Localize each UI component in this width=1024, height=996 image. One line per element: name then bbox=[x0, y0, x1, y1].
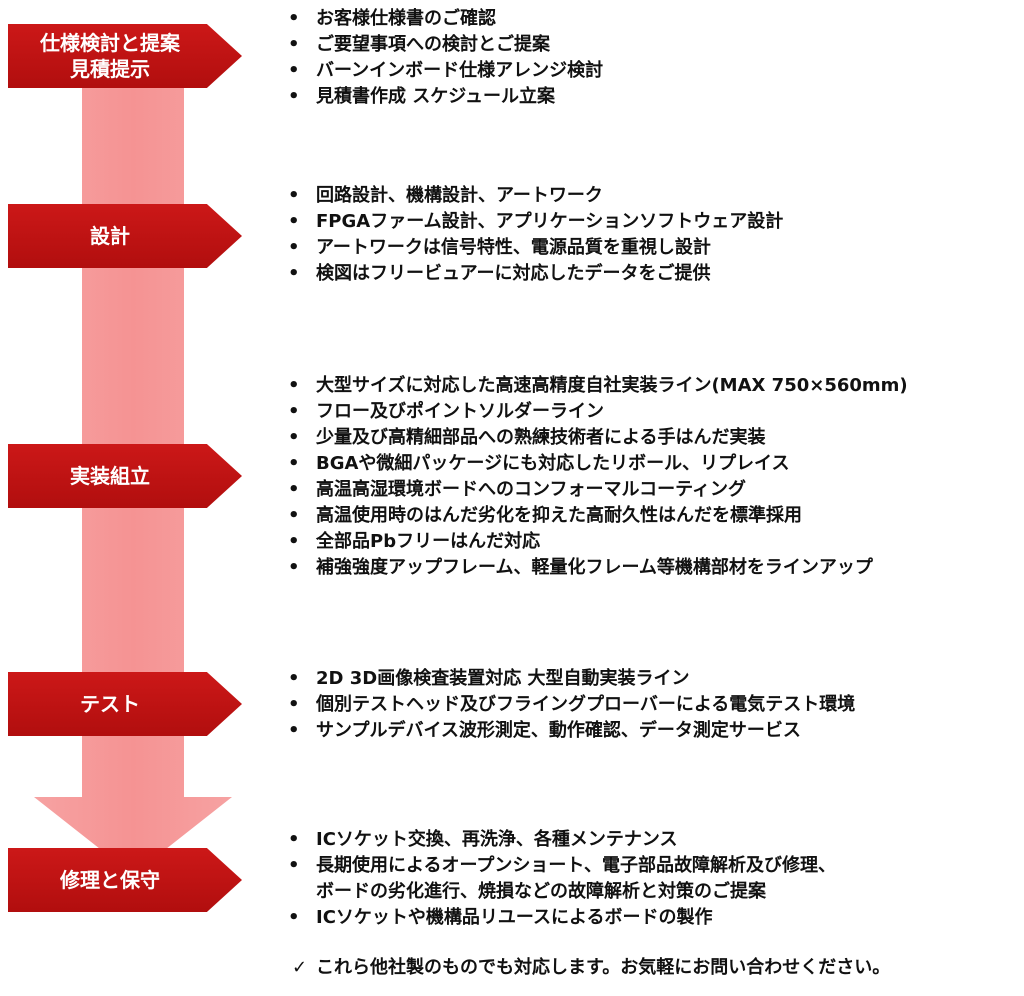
detail-text: フロー及びポイントソルダーライン bbox=[316, 401, 604, 422]
step-label: 仕様検討と提案 見積提示 bbox=[40, 31, 180, 81]
detail-item: • ICソケット交換、再洗浄、各種メンテナンス bbox=[286, 827, 836, 853]
detail-text: 全部品Pbフリーはんだ対応 bbox=[316, 531, 541, 552]
detail-item: • 2D 3D画像検査装置対応 大型自動実装ライン bbox=[286, 666, 855, 692]
step-repair-maintenance: 修理と保守 bbox=[8, 848, 242, 912]
detail-text: 大型サイズに対応した高速高精度自社実装ライン(MAX 750×560mm) bbox=[316, 375, 908, 396]
detail-item: • 高温使用時のはんだ劣化を抑えた高耐久性はんだを標準採用 bbox=[286, 503, 908, 529]
bullet-icon: • bbox=[288, 60, 300, 81]
bullet-icon: • bbox=[288, 829, 300, 850]
detail-text: お客様仕様書のご確認 bbox=[316, 8, 496, 29]
detail-item: • 見積書作成 スケジュール立案 bbox=[286, 84, 603, 110]
detail-item: • ICソケットや機構品リユースによるボードの製作 bbox=[286, 905, 836, 931]
detail-text: ICソケット交換、再洗浄、各種メンテナンス bbox=[316, 829, 678, 850]
step-label: 設計 bbox=[90, 224, 130, 248]
detail-text: ICソケットや機構品リユースによるボードの製作 bbox=[316, 907, 713, 928]
bullet-icon: • bbox=[288, 855, 300, 876]
detail-item: • アートワークは信号特性、電源品質を重視し設計 bbox=[286, 235, 783, 261]
step-details-list: • 回路設計、機構設計、アートワーク • FPGAファーム設計、アプリケーションソフ… bbox=[286, 183, 783, 287]
bullet-icon: • bbox=[288, 34, 300, 55]
checkmark-icon: ✓ bbox=[292, 957, 308, 978]
detail-item: • 長期使用によるオープンショート、電子部品故障解析及び修理、 ボードの劣化進行、… bbox=[286, 853, 836, 905]
step-test: テスト bbox=[8, 672, 242, 736]
detail-text: 少量及び高精細部品への熟練技術者による手はんだ実装 bbox=[316, 427, 766, 448]
step-assembly: 実装組立 bbox=[8, 444, 242, 508]
detail-text: BGAや微細パッケージにも対応したリボール、リプレイス bbox=[316, 453, 790, 474]
detail-item: • FPGAファーム設計、アプリケーションソフトウェア設計 bbox=[286, 209, 783, 235]
detail-item: • BGAや微細パッケージにも対応したリボール、リプレイス bbox=[286, 451, 908, 477]
detail-text: FPGAファーム設計、アプリケーションソフトウェア設計 bbox=[316, 211, 784, 232]
bullet-icon: • bbox=[288, 668, 300, 689]
detail-item: • ご要望事項への検討とご提案 bbox=[286, 32, 603, 58]
detail-text: 長期使用によるオープンショート、電子部品故障解析及び修理、 ボードの劣化進行、焼… bbox=[316, 855, 837, 902]
bullet-icon: • bbox=[288, 8, 300, 29]
detail-text: 2D 3D画像検査装置対応 大型自動実装ライン bbox=[316, 668, 690, 689]
detail-text: 補強強度アップフレーム、軽量化フレーム等機構部材をラインアップ bbox=[316, 557, 873, 578]
step-label: テスト bbox=[80, 692, 140, 716]
footer-note: ✓ これら他社製のものでも対応します。お気軽にお問い合わせください。 bbox=[292, 955, 890, 981]
bullet-icon: • bbox=[288, 86, 300, 107]
detail-item: • 少量及び高精細部品への熟練技術者による手はんだ実装 bbox=[286, 425, 908, 451]
bullet-icon: • bbox=[288, 453, 300, 474]
detail-item: • バーンインボード仕様アレンジ検討 bbox=[286, 58, 603, 84]
bullet-icon: • bbox=[288, 263, 300, 284]
bullet-icon: • bbox=[288, 694, 300, 715]
detail-text: 個別テストヘッド及びフライングプローバーによる電気テスト環境 bbox=[316, 694, 856, 715]
step-details-list: • ICソケット交換、再洗浄、各種メンテナンス • 長期使用によるオープンショート、… bbox=[286, 827, 836, 931]
detail-text: 回路設計、機構設計、アートワーク bbox=[316, 185, 603, 206]
bullet-icon: • bbox=[288, 720, 300, 741]
step-details-list: • お客様仕様書のご確認 • ご要望事項への検討とご提案 • バーンインボード仕様アレ… bbox=[286, 6, 603, 110]
footer-text: これら他社製のものでも対応します。お気軽にお問い合わせください。 bbox=[316, 957, 891, 978]
step-label: 実装組立 bbox=[70, 464, 150, 488]
detail-text: 高温高湿環境ボードへのコンフォーマルコーティング bbox=[316, 479, 747, 500]
detail-text: アートワークは信号特性、電源品質を重視し設計 bbox=[316, 237, 711, 258]
detail-text: サンプルデバイス波形測定、動作確認、データ測定サービス bbox=[316, 720, 801, 741]
bullet-icon: • bbox=[288, 185, 300, 206]
detail-item: • 個別テストヘッド及びフライングプローバーによる電気テスト環境 bbox=[286, 692, 855, 718]
detail-text: 検図はフリービュアーに対応したデータをご提供 bbox=[316, 263, 711, 284]
bullet-icon: • bbox=[288, 505, 300, 526]
detail-item: • 補強強度アップフレーム、軽量化フレーム等機構部材をラインアップ bbox=[286, 555, 908, 581]
bullet-icon: • bbox=[288, 907, 300, 928]
step-design: 設計 bbox=[8, 204, 242, 268]
step-details-list: • 大型サイズに対応した高速高精度自社実装ライン(MAX 750×560mm) •… bbox=[286, 373, 908, 581]
bullet-icon: • bbox=[288, 211, 300, 232]
detail-item: • 大型サイズに対応した高速高精度自社実装ライン(MAX 750×560mm) bbox=[286, 373, 908, 399]
bullet-icon: • bbox=[288, 531, 300, 552]
detail-text: 高温使用時のはんだ劣化を抑えた高耐久性はんだを標準採用 bbox=[316, 505, 802, 526]
detail-item: • 検図はフリービュアーに対応したデータをご提供 bbox=[286, 261, 783, 287]
bullet-icon: • bbox=[288, 401, 300, 422]
detail-text: バーンインボード仕様アレンジ検討 bbox=[316, 60, 604, 81]
bullet-icon: • bbox=[288, 237, 300, 258]
detail-text: ご要望事項への検討とご提案 bbox=[316, 34, 550, 55]
step-spec-review-quote: 仕様検討と提案 見積提示 bbox=[8, 24, 242, 88]
detail-item: • お客様仕様書のご確認 bbox=[286, 6, 603, 32]
detail-item: • フロー及びポイントソルダーライン bbox=[286, 399, 908, 425]
bullet-icon: • bbox=[288, 427, 300, 448]
bullet-icon: • bbox=[288, 557, 300, 578]
detail-item: • 回路設計、機構設計、アートワーク bbox=[286, 183, 783, 209]
detail-text: 見積書作成 スケジュール立案 bbox=[316, 86, 556, 107]
bullet-icon: • bbox=[288, 479, 300, 500]
detail-item: • 全部品Pbフリーはんだ対応 bbox=[286, 529, 908, 555]
bullet-icon: • bbox=[288, 375, 300, 396]
step-details-list: • 2D 3D画像検査装置対応 大型自動実装ライン • 個別テストヘッド及びフライン… bbox=[286, 666, 855, 744]
detail-item: • サンプルデバイス波形測定、動作確認、データ測定サービス bbox=[286, 718, 855, 744]
step-label: 修理と保守 bbox=[60, 868, 160, 892]
detail-item: • 高温高湿環境ボードへのコンフォーマルコーティング bbox=[286, 477, 908, 503]
